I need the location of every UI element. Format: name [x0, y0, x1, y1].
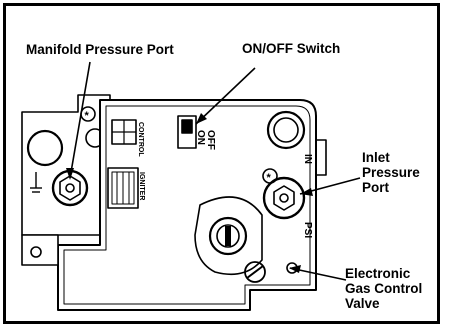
inlet-port-center [279, 193, 289, 203]
left-boss-large [26, 129, 64, 167]
left-mount-hole [30, 246, 42, 258]
lower-screw [244, 261, 266, 283]
arrow-valve [289, 265, 301, 273]
asterisk-manifold: * [85, 110, 90, 122]
on-off-switch-body [177, 115, 197, 149]
arrow-manifold [66, 168, 74, 180]
arrow-inlet [300, 188, 313, 196]
manifold-port-hex [59, 175, 81, 201]
gas-knob-inner [216, 224, 240, 248]
igniter-connector [107, 167, 139, 209]
manifold-port-center [65, 183, 75, 193]
igniter-marking: IGNITER [138, 172, 145, 200]
electronic-gas-control-valve-label: Electronic Gas Control Valve [345, 266, 423, 311]
asterisk-inlet: * [267, 172, 272, 184]
on-off-switch-toggle [181, 119, 193, 134]
gas-knob-outer [208, 216, 248, 256]
body-inner-outline [63, 105, 311, 305]
arrow-switch [196, 113, 207, 124]
regulator-cap-outer [266, 110, 306, 150]
leader-switch [195, 67, 256, 125]
inlet-flange [316, 139, 327, 176]
inlet-pressure-port-label: Inlet Pressure Port [362, 150, 420, 195]
regulator-cap-inner [273, 117, 299, 143]
manifold-block [21, 94, 111, 236]
control-marking: CONTROL [137, 122, 144, 157]
inlet-port-outer [262, 176, 306, 220]
psi-marking: PSI [302, 222, 313, 238]
on-marking: ON [195, 130, 206, 145]
manifold-pressure-port-label: Manifold Pressure Port [26, 42, 174, 57]
in-marking: IN [302, 154, 313, 164]
inlet-port-hex [273, 185, 295, 211]
on-off-switch-label: ON/OFF Switch [242, 41, 341, 56]
leader-manifold [69, 61, 91, 179]
inlet-asterisk-badge [262, 168, 278, 184]
off-marking: OFF [205, 130, 216, 150]
